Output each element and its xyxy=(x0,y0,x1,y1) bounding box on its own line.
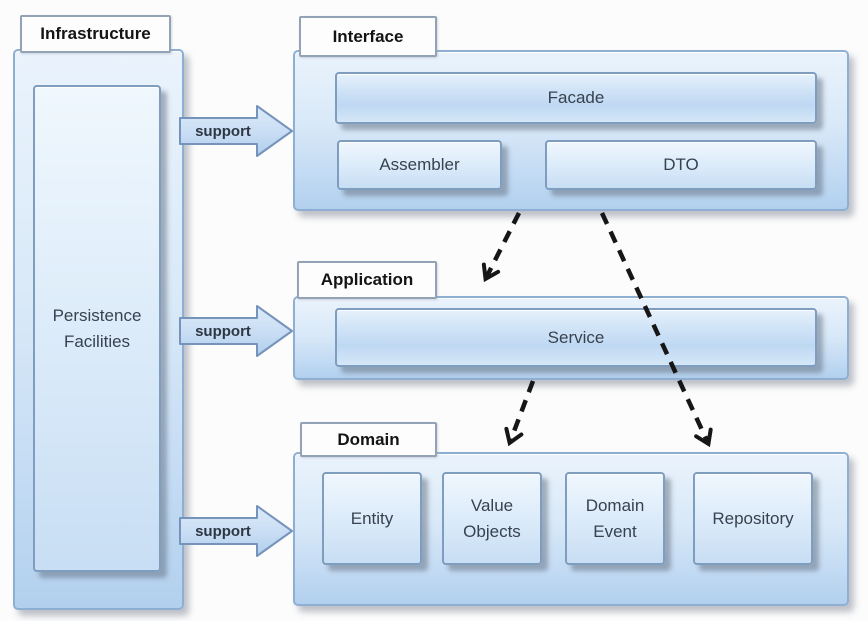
support-arrow-application-shape xyxy=(179,305,293,357)
domain-event-label: Domain Event xyxy=(585,496,645,541)
repository-box: Repository xyxy=(693,472,813,565)
repository-label: Repository xyxy=(712,508,794,528)
domain-layer-label-text: Domain xyxy=(337,429,400,449)
support-arrow-interface-shape xyxy=(179,105,293,157)
assembler-box: Assembler xyxy=(337,140,502,190)
service-box: Service xyxy=(335,308,817,367)
facade-box: Facade xyxy=(335,72,817,124)
application-layer-label: Application xyxy=(297,261,437,299)
value-objects-box: Value Objects xyxy=(442,472,542,565)
infrastructure-layer-label-text: Infrastructure xyxy=(40,24,151,43)
value-objects-label: Value Objects xyxy=(463,496,521,541)
support-arrow-interface: support xyxy=(179,105,293,157)
service-label: Service xyxy=(547,327,605,347)
entity-label: Entity xyxy=(350,508,394,528)
infrastructure-layer-label: Infrastructure xyxy=(20,15,171,53)
dashed-arrow-interface-to-service xyxy=(481,211,522,283)
domain-layer-label: Domain xyxy=(300,422,437,457)
entity-box: Entity xyxy=(322,472,422,565)
facade-label: Facade xyxy=(547,88,605,108)
support-arrow-domain-label: support xyxy=(195,523,251,540)
interface-layer-label-text: Interface xyxy=(332,26,404,46)
dto-box: DTO xyxy=(545,140,817,190)
support-arrow-application-label: support xyxy=(195,323,251,340)
application-layer-label-text: Application xyxy=(320,270,414,289)
support-arrow-interface-label: support xyxy=(195,123,251,140)
support-arrow-domain: support xyxy=(179,505,293,557)
dashed-arrow-service-to-domain xyxy=(504,380,536,447)
support-arrow-domain-shape xyxy=(179,505,293,557)
persistence-facilities-label: Persistence Facilities xyxy=(52,306,142,351)
dto-label: DTO xyxy=(663,155,699,175)
assembler-label: Assembler xyxy=(379,155,460,175)
interface-layer-label: Interface xyxy=(299,16,437,57)
support-arrow-application: support xyxy=(179,305,293,357)
domain-event-box: Domain Event xyxy=(565,472,665,565)
persistence-facilities-box: Persistence Facilities xyxy=(33,85,161,572)
